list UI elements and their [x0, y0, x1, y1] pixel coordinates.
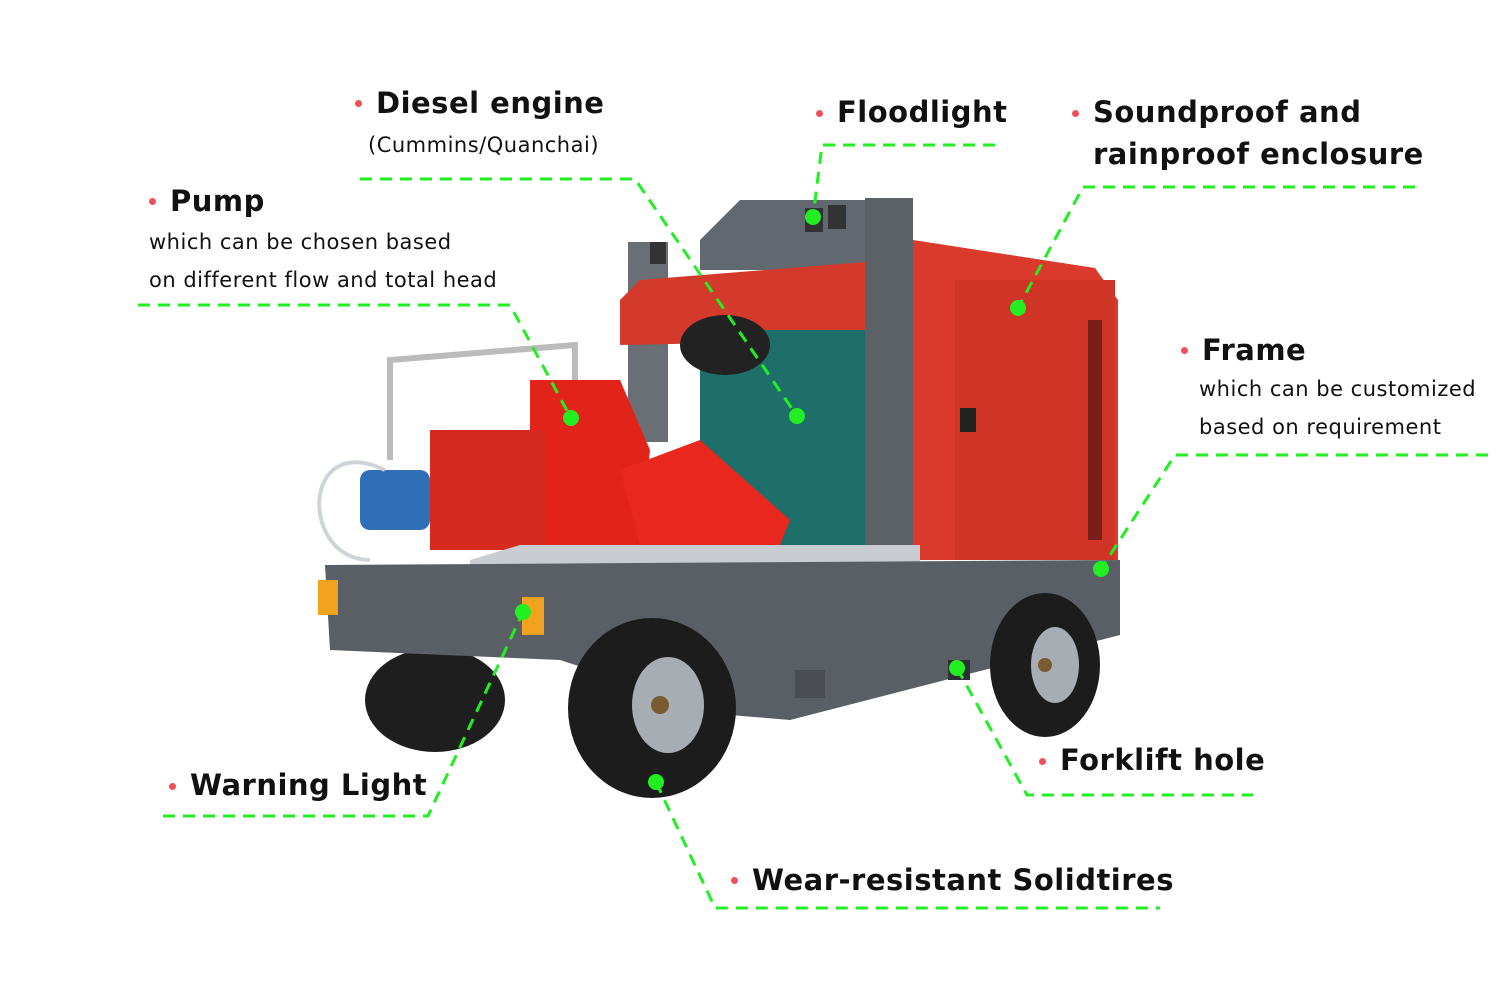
leader-enclosure: [1016, 185, 1415, 309]
discharge-valve: [620, 440, 790, 570]
marker-forklift: [949, 660, 965, 676]
forklift-hole-title: Forklift hole: [1060, 743, 1266, 777]
engine-hood: [620, 262, 865, 345]
bullet-icon: [355, 100, 362, 107]
leader-forklift: [955, 667, 1253, 797]
frame-sub-2: based on requirement: [1199, 415, 1442, 439]
bullet-icon: [1181, 347, 1188, 354]
pipe: [387, 341, 578, 460]
small-engine: [430, 430, 545, 550]
leader-floodlight: [811, 143, 995, 218]
frame-top-beam: [700, 200, 865, 270]
diesel-engine-sub: (Cummins/Quanchai): [368, 133, 600, 157]
marker-tires: [648, 774, 664, 790]
front-wheel: [568, 618, 736, 798]
vacuum-pump: [360, 470, 430, 530]
marker-floodlight: [805, 209, 821, 225]
pump-casing: [530, 380, 650, 550]
leader-diesel: [360, 177, 799, 417]
bullet-icon: [816, 110, 823, 117]
pump-title: Pump: [170, 184, 265, 218]
marker-warning-light: [515, 604, 531, 620]
bullet-icon: [731, 877, 738, 884]
leader-frame: [1099, 453, 1488, 570]
marker-frame: [1093, 561, 1109, 577]
leader-pump: [138, 303, 573, 419]
frame-title: Frame: [1202, 333, 1307, 367]
diesel-engine-title: Diesel engine: [376, 86, 605, 120]
hose: [317, 460, 386, 562]
bullet-icon: [169, 783, 176, 790]
marker-diesel: [789, 408, 805, 424]
frame-post-right: [865, 198, 913, 558]
floodlight-left: [650, 242, 666, 264]
forklift-hole-2: [795, 670, 825, 698]
pump-sub-2: on different flow and total head: [149, 268, 498, 292]
warning-light-left: [318, 580, 338, 615]
leader-warning-light: [163, 611, 525, 818]
vent-grille: [1088, 320, 1102, 540]
rear-right-wheel: [990, 593, 1100, 737]
marker-pump: [563, 410, 579, 426]
enclosure-title-2: rainproof enclosure: [1093, 137, 1424, 171]
floodlight-title: Floodlight: [837, 95, 1008, 129]
tires-title: Wear-resistant Solidtires: [752, 863, 1174, 897]
frame-sub-1: which can be customized: [1199, 377, 1477, 401]
bullet-icon: [149, 198, 156, 205]
air-filter: [680, 315, 770, 375]
bullet-icon: [1072, 110, 1079, 117]
door-handle: [960, 408, 976, 432]
leader-tires: [654, 781, 1160, 910]
enclosure-title-1: Soundproof and: [1093, 95, 1362, 129]
pump-sub-1: which can be chosen based: [149, 230, 452, 254]
floodlight-right-2: [828, 205, 846, 229]
marker-enclosure: [1010, 300, 1026, 316]
rear-left-wheel: [365, 648, 505, 752]
warning-light-title: Warning Light: [190, 768, 428, 802]
bullet-icon: [1039, 758, 1046, 765]
